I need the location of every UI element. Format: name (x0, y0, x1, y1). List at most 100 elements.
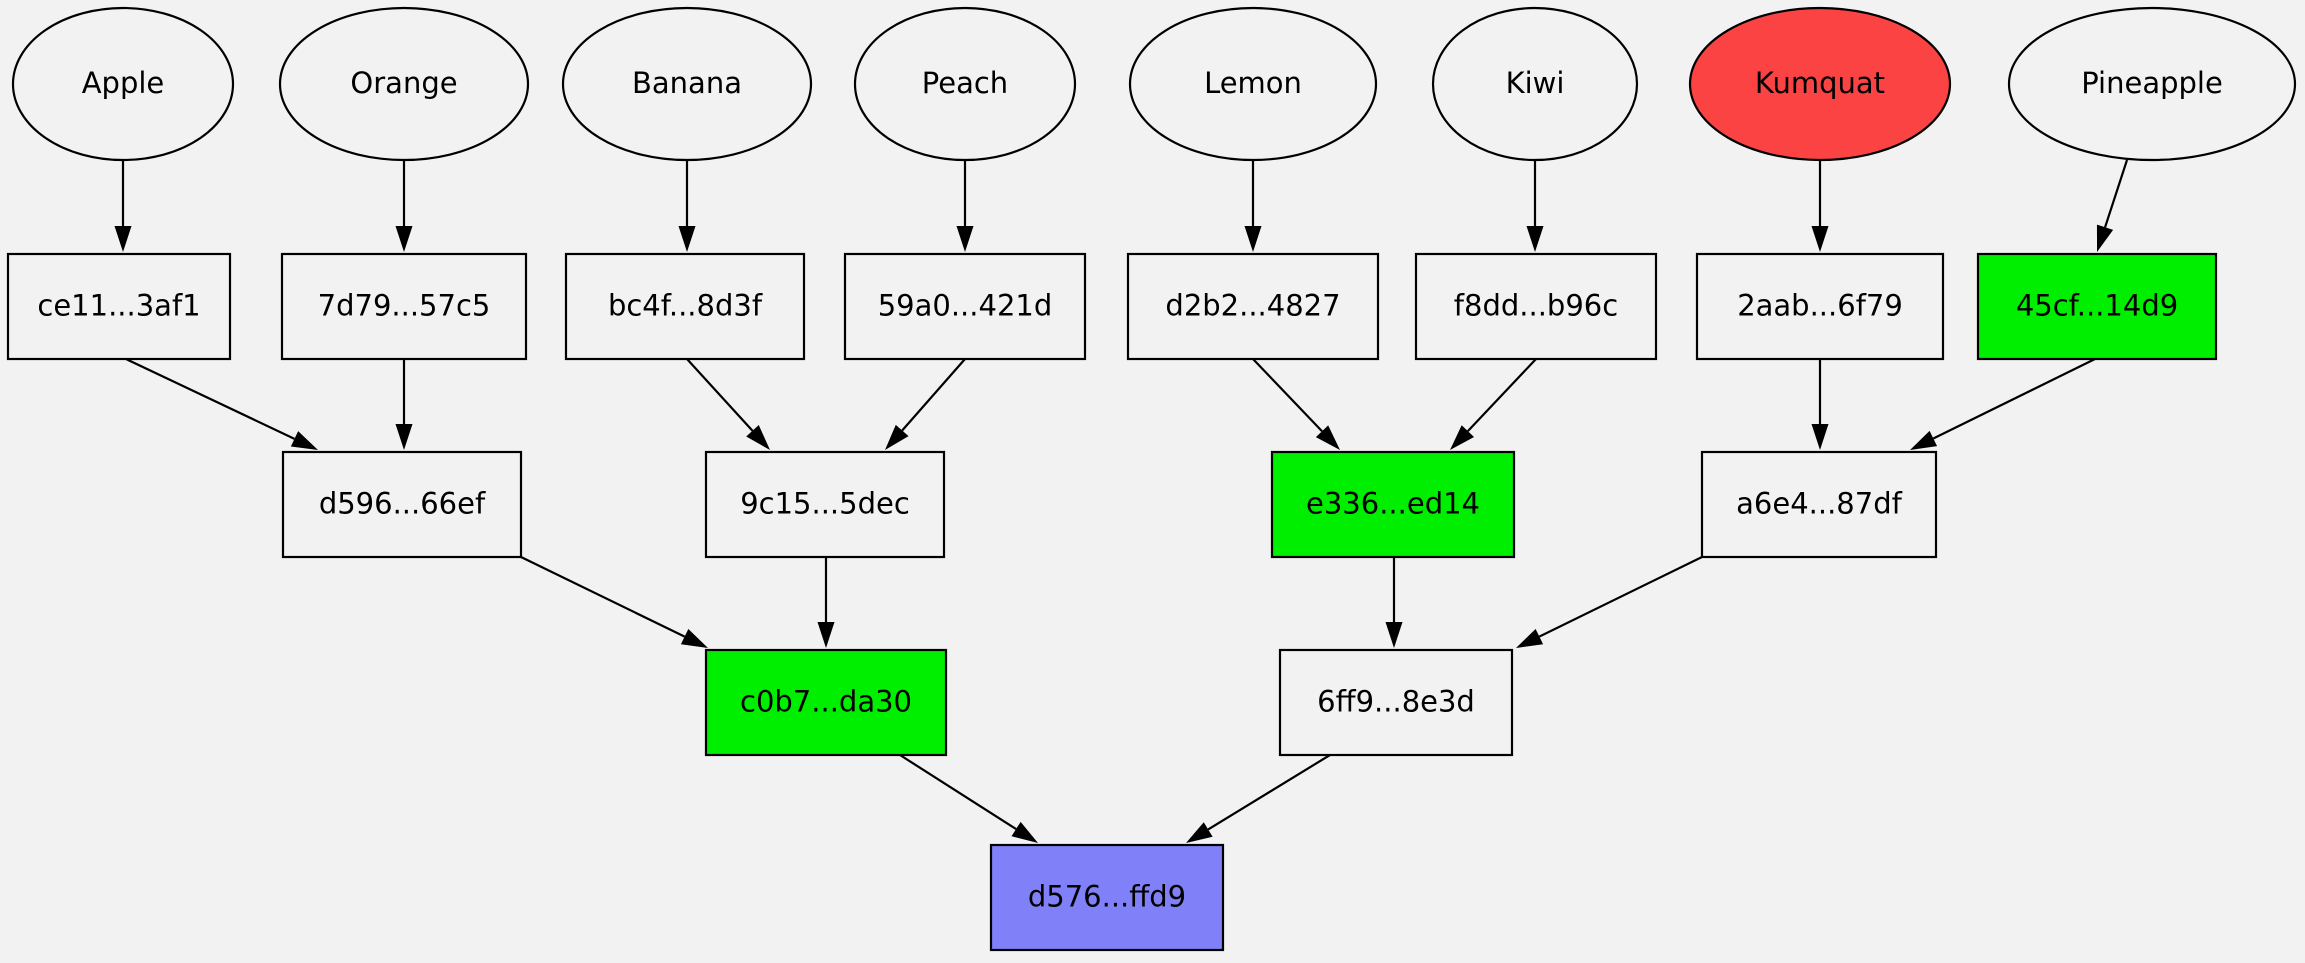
edge-line (1932, 358, 2096, 440)
edge-line (899, 754, 1017, 830)
graph-node-kiwi[interactable]: Kiwi (1431, 6, 1639, 162)
graph-node-orange[interactable]: Orange (278, 6, 530, 162)
arrowhead-icon (680, 628, 708, 648)
arrowhead-icon (395, 424, 413, 450)
arrowhead-icon (1244, 226, 1262, 252)
graph-node-banana[interactable]: Banana (561, 6, 813, 162)
graph-node-h_bc4f[interactable]: bc4f...8d3f (564, 252, 806, 361)
node-box[interactable] (989, 843, 1225, 952)
arrowhead-icon (1011, 821, 1038, 843)
arrowhead-icon (2096, 224, 2114, 252)
arrowhead-icon (1811, 226, 1829, 252)
graph-node-kumquat[interactable]: Kumquat (1688, 6, 1952, 162)
graph-node-h_ce11[interactable]: ce11...3af1 (6, 252, 232, 361)
edge-h_d2b2-to-h_e336 (1252, 358, 1340, 450)
edge-lemon-to-h_d2b2 (1244, 160, 1262, 252)
edge-kiwi-to-h_f8dd (1526, 160, 1544, 252)
arrowhead-icon (395, 226, 413, 252)
graph-node-pineapple[interactable]: Pineapple (2007, 6, 2297, 162)
node-box[interactable] (281, 450, 523, 559)
node-ellipse[interactable] (11, 6, 235, 162)
edge-h_59a0-to-h_9c15 (885, 358, 966, 450)
node-ellipse[interactable] (1128, 6, 1378, 162)
graph-node-h_a6e4[interactable]: a6e4...87df (1700, 450, 1938, 559)
arrowhead-icon (678, 226, 696, 252)
node-box[interactable] (704, 450, 946, 559)
node-box[interactable] (280, 252, 528, 361)
node-box[interactable] (1414, 252, 1658, 361)
node-box[interactable] (6, 252, 232, 361)
arrowhead-icon (290, 431, 318, 450)
node-ellipse[interactable] (853, 6, 1077, 162)
graph-node-h_9c15[interactable]: 9c15...5dec (704, 450, 946, 559)
graph-node-h_7d79[interactable]: 7d79...57c5 (280, 252, 528, 361)
node-box[interactable] (1700, 450, 1938, 559)
arrowhead-icon (746, 425, 770, 450)
node-box[interactable] (843, 252, 1087, 361)
edges-layer (114, 159, 2129, 843)
arrowhead-icon (1811, 424, 1829, 450)
graph-node-h_e336[interactable]: e336...ed14 (1270, 450, 1516, 559)
node-box[interactable] (564, 252, 806, 361)
edge-h_a6e4-to-h_6ff9 (1516, 556, 1703, 648)
edge-line (520, 556, 686, 638)
graph-node-h_2aab[interactable]: 2aab...6f79 (1695, 252, 1945, 361)
graph-node-h_d576[interactable]: d576...ffd9 (989, 843, 1225, 952)
edge-h_c0b7-to-h_d576 (899, 754, 1038, 843)
node-ellipse[interactable] (2007, 6, 2297, 162)
edge-line (901, 358, 966, 432)
arrowhead-icon (1910, 430, 1938, 450)
edge-h_6ff9-to-h_d576 (1186, 754, 1331, 843)
node-ellipse[interactable] (561, 6, 813, 162)
edge-line (686, 358, 754, 432)
edge-h_bc4f-to-h_9c15 (686, 358, 770, 450)
edge-line (125, 358, 295, 440)
arrowhead-icon (1526, 226, 1544, 252)
edge-line (1252, 358, 1323, 432)
arrowhead-icon (1315, 425, 1340, 450)
node-box[interactable] (1976, 252, 2218, 361)
graph-node-apple[interactable]: Apple (11, 6, 235, 162)
node-ellipse[interactable] (1431, 6, 1639, 162)
edge-orange-to-h_7d79 (395, 160, 413, 252)
graph-node-h_d596[interactable]: d596...66ef (281, 450, 523, 559)
node-box[interactable] (704, 648, 948, 757)
arrowhead-icon (1385, 622, 1403, 648)
edge-apple-to-h_ce11 (114, 160, 132, 252)
arrowhead-icon (1450, 425, 1475, 450)
graph-node-h_d2b2[interactable]: d2b2...4827 (1126, 252, 1380, 361)
arrowhead-icon (817, 622, 835, 648)
edge-h_e336-to-h_6ff9 (1385, 557, 1403, 648)
graph-node-h_f8dd[interactable]: f8dd...b96c (1414, 252, 1658, 361)
node-box[interactable] (1695, 252, 1945, 361)
node-box[interactable] (1278, 648, 1514, 757)
edge-line (2104, 159, 2129, 228)
graph-node-h_45cf[interactable]: 45cf...14d9 (1976, 252, 2218, 361)
edge-kumquat-to-h_2aab (1811, 160, 1829, 252)
graph-node-peach[interactable]: Peach (853, 6, 1077, 162)
edge-h_ce11-to-h_d596 (125, 358, 318, 450)
graph-node-h_59a0[interactable]: 59a0...421d (843, 252, 1087, 361)
arrowhead-icon (1186, 822, 1213, 843)
graph-node-lemon[interactable]: Lemon (1128, 6, 1378, 162)
node-ellipse[interactable] (1688, 6, 1952, 162)
graph-node-h_6ff9[interactable]: 6ff9...8e3d (1278, 648, 1514, 757)
node-box[interactable] (1270, 450, 1516, 559)
edge-h_d596-to-h_c0b7 (520, 556, 708, 648)
node-box[interactable] (1126, 252, 1380, 361)
edge-h_45cf-to-h_a6e4 (1910, 358, 2096, 450)
edge-line (1467, 358, 1537, 432)
edge-h_9c15-to-h_c0b7 (817, 557, 835, 648)
edge-line (1538, 556, 1703, 638)
node-ellipse[interactable] (278, 6, 530, 162)
arrowhead-icon (1516, 628, 1544, 648)
edge-banana-to-h_bc4f (678, 160, 696, 252)
edge-peach-to-h_59a0 (956, 160, 974, 252)
arrowhead-icon (885, 424, 909, 450)
arrowhead-icon (114, 226, 132, 252)
edge-pineapple-to-h_45cf (2096, 159, 2129, 252)
edge-h_7d79-to-h_d596 (395, 359, 413, 450)
graph-node-h_c0b7[interactable]: c0b7...da30 (704, 648, 948, 757)
